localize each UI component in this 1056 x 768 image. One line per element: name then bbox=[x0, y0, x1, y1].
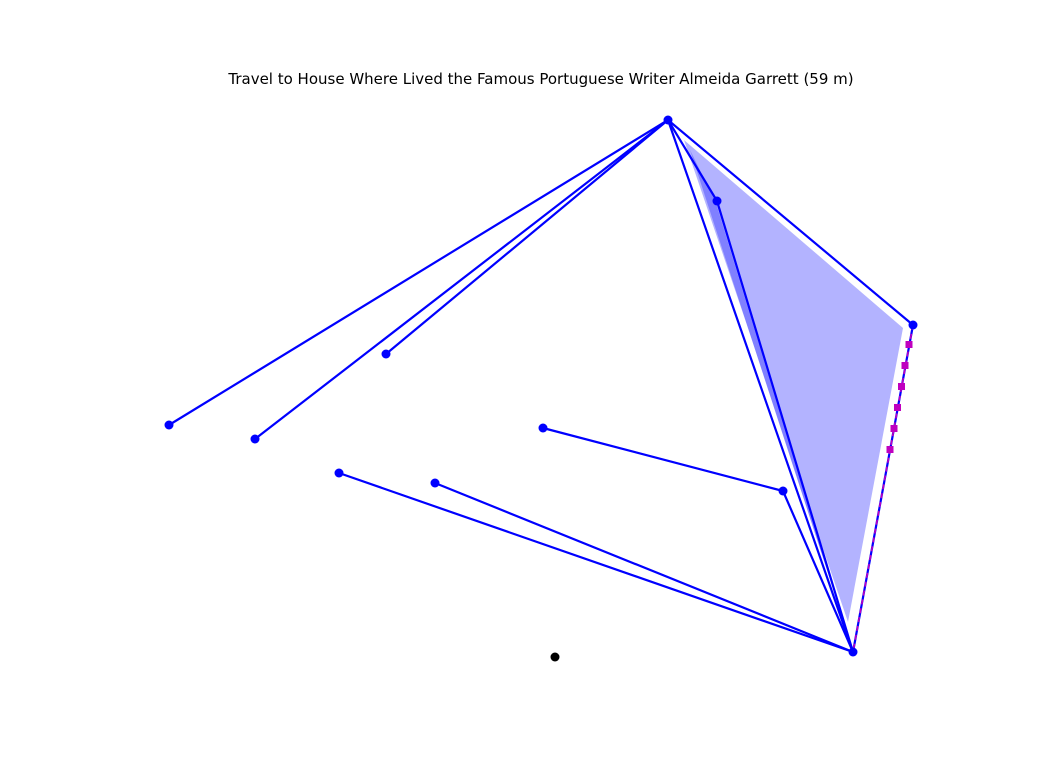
route-point bbox=[663, 115, 673, 125]
square-markers bbox=[886, 341, 913, 453]
route-point bbox=[538, 423, 548, 433]
route-point bbox=[908, 320, 918, 330]
shaded-region-small bbox=[690, 150, 840, 610]
route-point bbox=[430, 478, 440, 488]
shaded-region-large bbox=[684, 140, 903, 622]
diagram-title: Travel to House Where Lived the Famous P… bbox=[227, 70, 853, 88]
square-marker bbox=[898, 383, 905, 390]
square-marker bbox=[905, 341, 913, 348]
route-segment bbox=[433, 481, 855, 654]
route-segment bbox=[384, 118, 670, 356]
square-marker bbox=[886, 446, 894, 453]
route-segment bbox=[781, 489, 855, 654]
route-segment bbox=[337, 471, 855, 654]
route-point bbox=[250, 434, 260, 444]
route-segment bbox=[715, 199, 855, 654]
start-point bbox=[550, 652, 560, 662]
route-point bbox=[381, 349, 391, 359]
route-point bbox=[712, 196, 722, 206]
route-segment bbox=[253, 118, 670, 441]
square-marker bbox=[894, 404, 901, 411]
route-point bbox=[164, 420, 174, 430]
dashed-segment bbox=[852, 324, 914, 653]
route-segments bbox=[167, 118, 915, 654]
route-segment bbox=[666, 118, 719, 203]
route-points bbox=[164, 115, 918, 657]
route-segment bbox=[167, 118, 670, 427]
route-segment bbox=[541, 426, 785, 493]
route-point bbox=[848, 647, 858, 657]
square-marker bbox=[890, 425, 898, 432]
route-segment bbox=[666, 118, 915, 327]
route-point bbox=[778, 486, 788, 496]
route-segment bbox=[666, 118, 855, 654]
square-marker bbox=[901, 362, 909, 369]
route-point bbox=[334, 468, 344, 478]
